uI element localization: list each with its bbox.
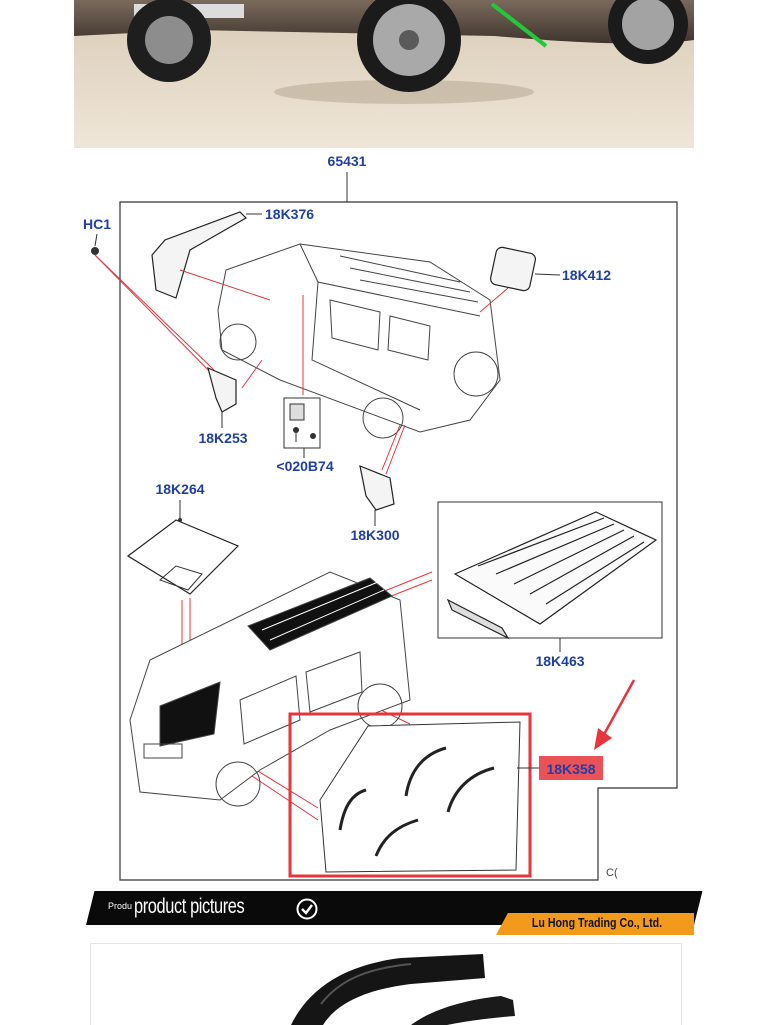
- pointer-arrow: [600, 679, 636, 739]
- part-18k412-icon: [490, 246, 536, 292]
- part-18k358-icon: [338, 746, 495, 857]
- part-18k253-icon: [207, 366, 237, 413]
- vehicle-photo-top: [74, 0, 694, 148]
- parts-diagram: 65431 HC1 18K376 18K412: [83, 153, 678, 881]
- banner-title: product pictures: [134, 895, 245, 918]
- label-18k253: 18K253: [198, 430, 247, 446]
- corner-mark: C(: [606, 867, 618, 879]
- part-18k463-icon: [446, 511, 658, 640]
- company-name: Lu Hong Trading Co., Ltd.: [531, 915, 663, 930]
- part-18k376-icon: [151, 211, 247, 299]
- part-18k300-icon: [126, 519, 240, 595]
- highlight-box-18k358: [288, 712, 532, 878]
- part-18k264-icon: [359, 465, 395, 511]
- label-18k358: 18K358: [546, 761, 595, 777]
- diagram-frame: [119, 201, 678, 881]
- label-18k264: 18K300: [350, 527, 399, 543]
- label-65431: 65431: [328, 153, 367, 169]
- clip-hc1-icon: [91, 247, 99, 255]
- company-strip: [496, 913, 694, 935]
- section-banner: Produ product pictures Lu Hong Trading C…: [80, 889, 703, 935]
- highlight-label-bg: [539, 756, 603, 780]
- label-020b74: <020B74: [276, 458, 333, 474]
- product-photo: [90, 943, 682, 1025]
- banner-small-text: Produ: [108, 901, 133, 911]
- label-hc1: HC1: [83, 216, 111, 232]
- check-circle-icon: [296, 898, 318, 920]
- vehicle-rear-view: [217, 243, 501, 439]
- arrow-head-icon: [594, 728, 612, 750]
- label-18k376: 18K376: [265, 206, 314, 222]
- label-18k412: 18K412: [562, 267, 611, 283]
- label-18k300: 18K264: [155, 481, 204, 497]
- label-18k463: 18K463: [535, 653, 584, 669]
